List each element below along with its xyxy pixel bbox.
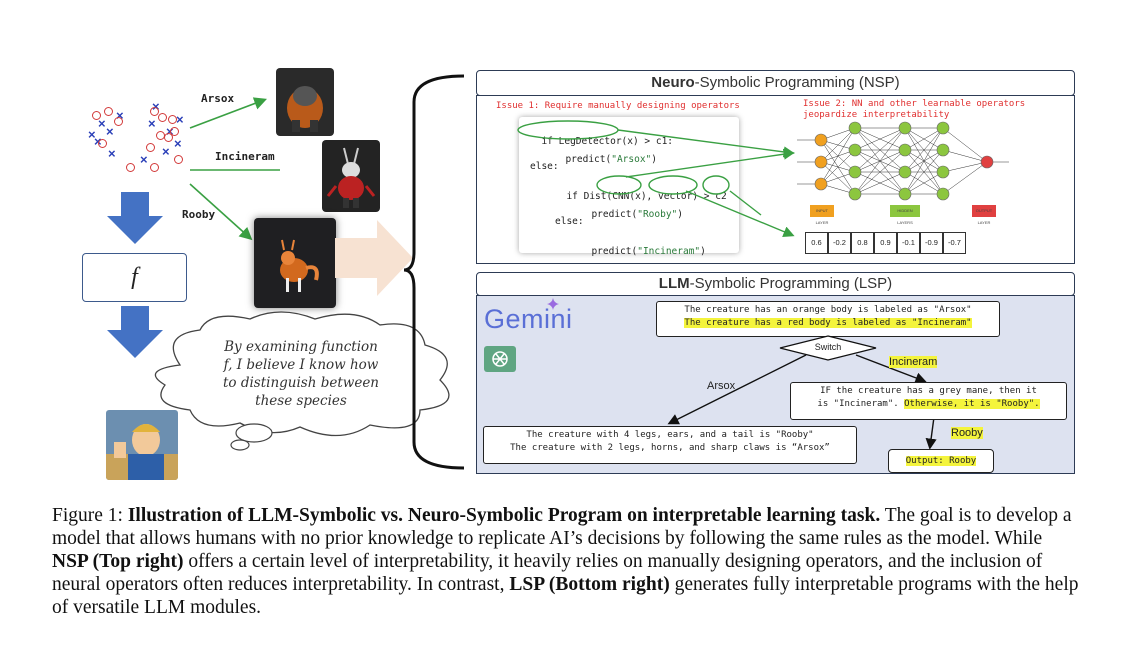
output-box: Output: Rooby [888, 449, 994, 473]
nsp-annotations [517, 120, 795, 237]
label-incineram: Incineram [215, 150, 275, 163]
thought-text: By examining function f, I believe I kno… [176, 338, 426, 410]
caption-prefix: Figure 1: [52, 505, 128, 526]
thought-cloud [154, 311, 450, 451]
code-token-c2: c2 [715, 191, 727, 202]
layer-tag-output: OUTPUT LAYER [972, 205, 996, 225]
down-arrow-top [107, 192, 163, 244]
output-label: Output: Rooby [905, 456, 977, 466]
vector-cell: -0.9 [920, 232, 943, 254]
thumbs-up-avatar [106, 410, 178, 480]
right-brace [404, 74, 465, 470]
thought-line: these species [255, 393, 347, 409]
label-arsox: Arsox [201, 92, 235, 105]
incineram-image [322, 140, 380, 212]
down-arrow-bottom [107, 306, 163, 358]
thought-line: to distinguish between [222, 375, 380, 391]
lsp-left-line1: The creature with 4 legs, ears, and a ta… [526, 430, 814, 440]
lsp-top-line2: The creature has a red body is labeled a… [684, 318, 972, 328]
lsp-title-rest: -Symbolic Programming (LSP) [689, 275, 893, 292]
lsp-right-line2a: is "Incineram". [817, 399, 905, 409]
code-string: "Arsox" [611, 154, 652, 165]
code-token: , [646, 191, 658, 202]
lsp-top-line1: The creature has an orange body is label… [684, 305, 972, 315]
lsp-title-bold: LLM [658, 275, 690, 292]
code-string: "Incineram" [637, 246, 701, 257]
issue-2-line2: jeopardize interpretability [803, 110, 950, 120]
scatter-plot: × × × × × × × × × × × × × [86, 95, 186, 180]
caption-bold-title: Illustration of LLM-Symbolic vs. Neuro-S… [127, 505, 881, 526]
vector-cell: -0.7 [943, 232, 966, 254]
transition-arrow [335, 220, 413, 296]
vector-cell: 0.8 [851, 232, 874, 254]
code-line-4: if Dist(CNN(x), vector) > c2 [555, 180, 727, 202]
issue-1: Issue 1: Require manually designing oper… [496, 101, 740, 111]
label-rooby-branch: Rooby [951, 427, 983, 439]
code-token: ) [700, 246, 706, 257]
caption-nsp: NSP (Top right) [52, 551, 184, 572]
code-token: predict( [565, 154, 612, 165]
code-token: > c1: [638, 136, 674, 147]
thought-line: f, I believe I know how [223, 357, 379, 373]
caption-text-3: generates fully interpretable programs w… [52, 574, 1079, 618]
code-token: if Dist( [566, 191, 613, 202]
code-token-vector: vector [658, 191, 693, 202]
issue-2-line1: Issue 2: NN and other learnable operator… [803, 99, 1026, 109]
lsp-left-line2: The creature with 2 legs, horns, and sha… [510, 443, 830, 453]
caption-text-1: The goal is to develop a model that allo… [52, 505, 1072, 549]
lsp-flow-arrows [667, 335, 937, 450]
code-token-cnn: CNN(x) [612, 191, 647, 202]
label-rooby: Rooby [182, 208, 216, 221]
vector-cell: 0.6 [805, 232, 828, 254]
lsp-right-line2b: Otherwise, it is "Rooby". [904, 399, 1040, 409]
code-line-2: predict("Arsox") [554, 143, 657, 165]
code-token: if [541, 136, 559, 147]
code-token: predict( [591, 209, 638, 220]
nsp-title-rest: -Symbolic Programming (NSP) [694, 74, 900, 91]
label-arsox-branch: Arsox [707, 380, 736, 392]
nsp-title: Neuro-Symbolic Programming (NSP) [476, 70, 1075, 96]
caption-text-2: offers a certain level of interpretabili… [52, 551, 1043, 595]
code-line-5: predict("Rooby") [580, 198, 683, 220]
vector-cell: -0.1 [897, 232, 920, 254]
nsp-title-bold: Neuro [651, 74, 695, 91]
classification-arrows [189, 97, 280, 241]
code-token: predict( [591, 246, 638, 257]
code-line-6: else: [555, 216, 584, 227]
code-token: ) [651, 154, 657, 165]
chatgpt-icon [484, 346, 516, 372]
vector-cell: 0.9 [874, 232, 897, 254]
issue-2: Issue 2: NN and other learnable operator… [803, 99, 1025, 121]
vector-cell: -0.2 [828, 232, 851, 254]
rooby-image [254, 218, 336, 308]
layer-tag-input: INPUT LAYER [810, 205, 834, 225]
code-line-7: predict("Incineram") [580, 235, 706, 257]
caption-lsp: LSP (Bottom right) [509, 574, 670, 595]
gemini-logo: Gemini [484, 304, 573, 334]
label-incineram-branch: Incineram [889, 356, 938, 368]
sparkle-icon [547, 298, 559, 310]
code-token: ) > [692, 191, 716, 202]
function-box: f [82, 253, 187, 302]
arsox-image [276, 68, 334, 136]
lsp-right-box: IF the creature has a grey mane, then it… [790, 382, 1067, 420]
neural-network-diagram [797, 121, 1009, 201]
code-line-3: else: [530, 161, 559, 172]
thought-line: By examining function [224, 339, 378, 355]
code-line-1: if LegDetector(x) > c1: [530, 125, 673, 147]
switch-label: Switch [814, 342, 842, 352]
code-token: ) [677, 209, 683, 220]
figure-caption: Figure 1: Illustration of LLM-Symbolic v… [52, 504, 1082, 619]
layer-tag-hidden: HIDDEN LAYERS [890, 205, 920, 225]
code-string: "Rooby" [637, 209, 678, 220]
lsp-title: LLM-Symbolic Programming (LSP) [476, 272, 1075, 296]
lsp-right-line1: IF the creature has a grey mane, then it [820, 386, 1037, 396]
lsp-left-box: The creature with 4 legs, ears, and a ta… [483, 426, 857, 464]
code-token-legdetector: LegDetector(x) [558, 136, 639, 147]
